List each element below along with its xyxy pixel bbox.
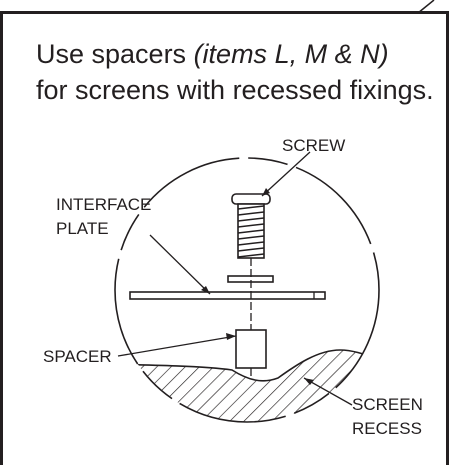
corner-leader-line [417,0,435,14]
instruction-line-1: Use spacers (items L, M & N) [36,36,434,72]
leader-arrowheads [201,188,314,385]
spacer [235,329,267,369]
instruction-panel [0,11,449,465]
interface-plate [129,291,326,300]
instruction-line-1-prefix: Use spacers [36,39,194,69]
screen-recess-label-line-1: SCREEN [352,395,423,414]
interface-plate-label-line-1: INTERFACE [56,195,151,214]
screw-shank [237,203,265,259]
instruction-items-reference: (items L, M & N) [193,39,389,69]
screw-label: SCREW [282,136,345,155]
interface-plate-label-line-2: PLATE [56,219,109,238]
leader-lines [117,151,353,406]
screw-head [231,193,271,205]
instruction-line-2: for screens with recessed fixings. [36,75,434,105]
spacer-label: SPACER [43,347,112,366]
screen-recess-label-line-2: RECESS [352,419,422,438]
instruction-text: Use spacers (items L, M & N) for screens… [36,36,434,108]
